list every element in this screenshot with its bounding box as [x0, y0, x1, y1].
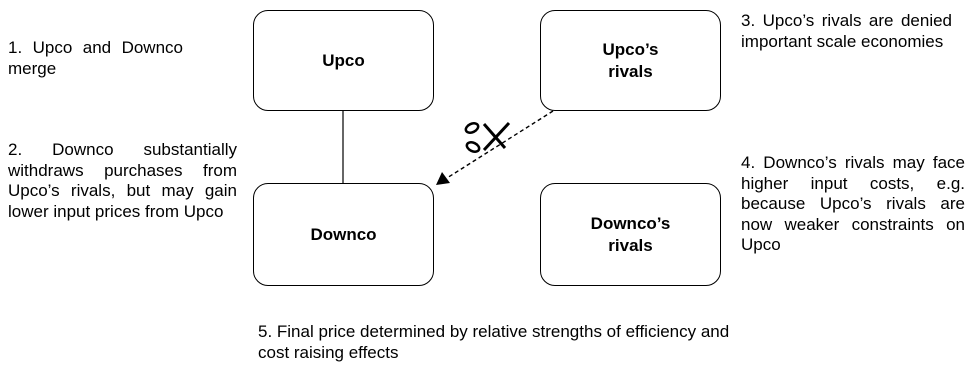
arrowhead — [436, 172, 450, 185]
downco-box: Downco — [253, 183, 434, 286]
note-3-scale-economies: 3. Upco’s rivals are denied important sc… — [741, 11, 952, 51]
upcos-rivals-label-line2: rivals — [608, 61, 653, 81]
note-4-higher-input-costs: 4. Downco’s rivals may face higher input… — [741, 153, 965, 254]
note-1-merge: 1. Upco and Downco merge — [8, 38, 183, 78]
downcos-rivals-label: Downco’s rivals — [591, 213, 671, 257]
scissors-icon — [464, 121, 511, 153]
downco-label: Downco — [310, 224, 377, 244]
upcos-rivals-box: Upco’s rivals — [540, 10, 721, 111]
note-2-withdraw-purchases: 2. Downco substantially withdraws purcha… — [8, 140, 237, 221]
upcos-rivals-label-line1: Upco’s — [602, 39, 659, 59]
downcos-rivals-label-line2: rivals — [608, 235, 653, 255]
upcos-rivals-label: Upco’s rivals — [602, 39, 658, 83]
upco-label: Upco — [322, 50, 365, 70]
upco-box: Upco — [253, 10, 434, 111]
note-5-final-price: 5. Final price determined by relative st… — [258, 322, 730, 362]
downcos-rivals-label-line1: Downco’s — [590, 213, 671, 233]
downcos-rivals-box: Downco’s rivals — [540, 183, 721, 286]
